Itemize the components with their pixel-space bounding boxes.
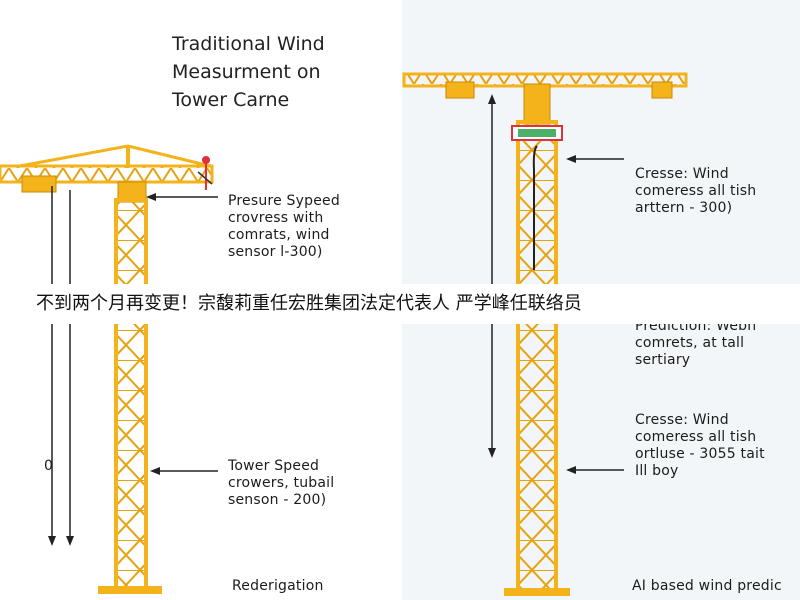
- axis-mark: 0: [44, 458, 54, 474]
- label-right-lower: Cresse: Wind comeress all tish ortluse -…: [635, 412, 765, 479]
- diagram-title: Traditional Wind Measurment on Tower Car…: [172, 33, 325, 111]
- left-wind-sensor: [197, 156, 213, 190]
- right-ai-sensor: [511, 125, 563, 270]
- label-right-middle: Prediction: Webh comrets, at tall sertia…: [635, 318, 757, 368]
- label-pressure-speed: Presure Sypeed crovress with comrats, wi…: [228, 193, 340, 260]
- overlay-banner: 不到两个月再变更！宗馥莉重任宏胜集团法定代表人 严学峰任联络员: [0, 284, 800, 324]
- label-right-top: Cresse: Wind comeress all tish arttern -…: [635, 166, 757, 216]
- label-right-footer: AI based wind predic: [632, 578, 782, 594]
- label-tower-speed: Tower Speed crowers, tubail senson - 200…: [228, 458, 335, 508]
- left-crane: [0, 144, 218, 594]
- right-crane: [402, 72, 688, 596]
- label-left-footer: Rederigation: [232, 578, 324, 594]
